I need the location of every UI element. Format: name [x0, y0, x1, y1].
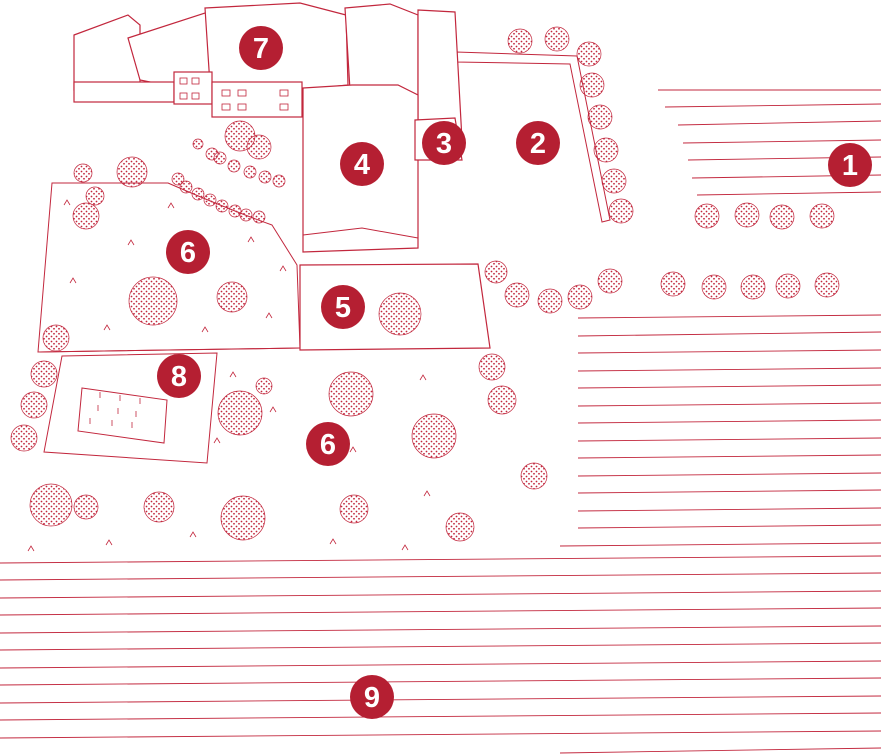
marker-6-upper-label: 6: [180, 237, 196, 269]
marker-9[interactable]: 9: [350, 675, 394, 719]
marker-4-label: 4: [354, 149, 370, 181]
marker-9-label: 9: [364, 682, 380, 714]
court-area: [43, 352, 218, 464]
marker-3-label: 3: [436, 128, 452, 160]
marker-6-upper[interactable]: 6: [166, 230, 210, 274]
marker-5[interactable]: 5: [321, 285, 365, 329]
shrubs: [27, 199, 431, 552]
marker-8[interactable]: 8: [157, 354, 201, 398]
marker-7-label: 7: [253, 33, 269, 65]
marker-1-label: 1: [842, 150, 858, 182]
field-south-9: [0, 555, 881, 754]
trees: [10, 26, 840, 542]
marker-6-lower-label: 6: [320, 429, 336, 461]
field-east-middle: [559, 314, 881, 547]
marker-4[interactable]: 4: [340, 142, 384, 186]
marker-5-label: 5: [335, 292, 351, 324]
field-east-1: [658, 89, 881, 196]
marker-3[interactable]: 3: [422, 121, 466, 165]
marker-8-label: 8: [171, 361, 187, 393]
marker-1[interactable]: 1: [828, 143, 872, 187]
marker-2[interactable]: 2: [516, 121, 560, 165]
marker-7[interactable]: 7: [239, 26, 283, 70]
marker-2-label: 2: [530, 128, 546, 160]
marker-6-lower[interactable]: 6: [306, 422, 350, 466]
